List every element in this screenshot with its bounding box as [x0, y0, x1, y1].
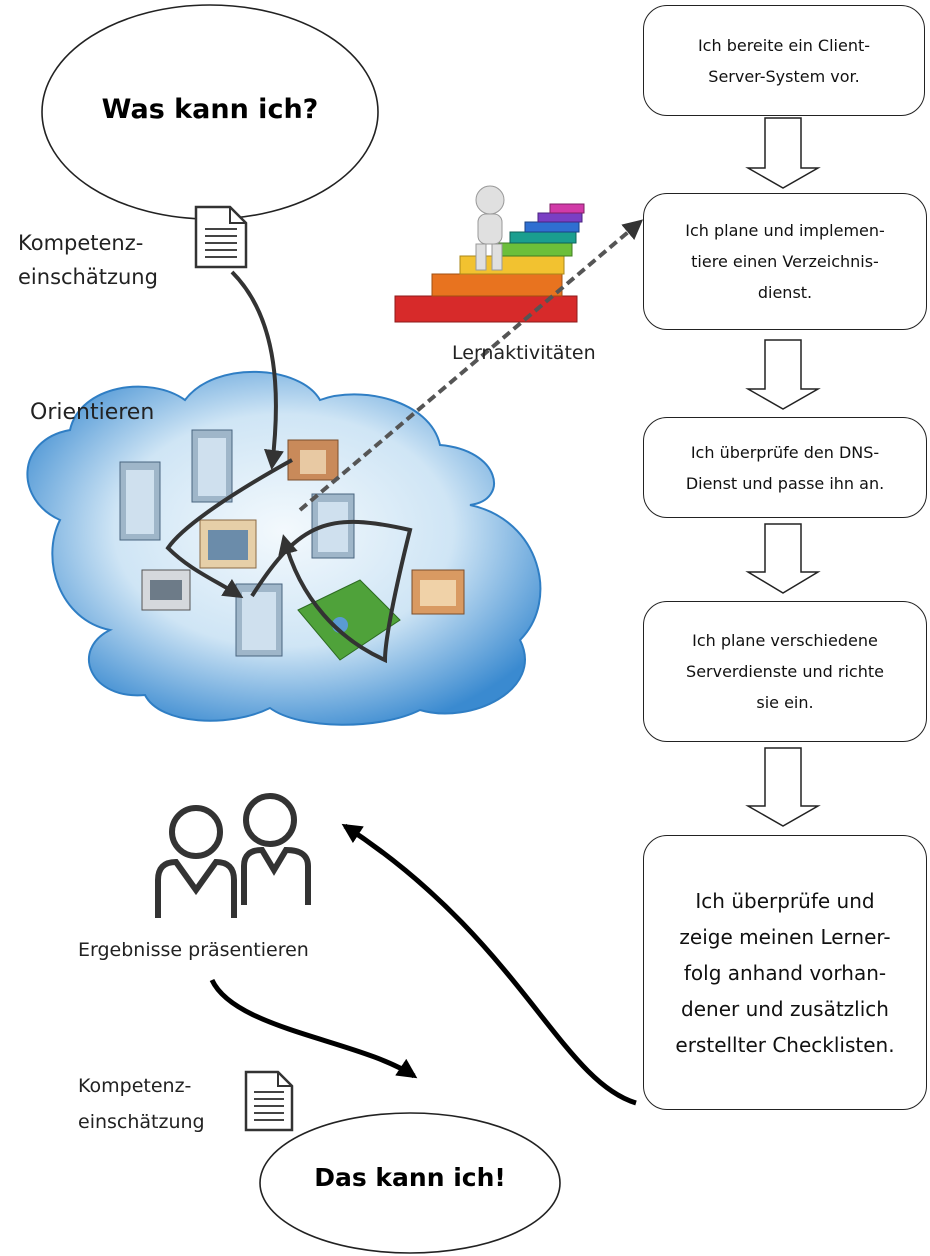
step-line: erstellter Checklisten. [675, 1032, 895, 1057]
building-icon [287, 439, 339, 481]
step-line: Ich plane verschiedene [692, 631, 878, 650]
step-line: Serverdienste und richte [686, 662, 884, 681]
building-icon [199, 519, 257, 569]
step-line: folg anhand vorhan- [683, 960, 887, 985]
flow-arrows [165, 219, 644, 1106]
assessment-label-line: einschätzung [78, 1111, 205, 1133]
document-icon [194, 205, 248, 269]
step-line: Server-System vor. [708, 66, 860, 86]
present-results-label: Ergebnisse präsentieren [78, 939, 309, 961]
orientieren-label: Orientieren [30, 400, 155, 425]
assessment-label-bottom: Kompetenz- einschätzung [78, 1068, 205, 1140]
step-line: zeige meinen Lerner- [679, 924, 891, 949]
step-box-3: Ich überprüfe den DNS- Dienst und passe … [643, 417, 927, 518]
step-box-1: Ich bereite ein Client- Server-System vo… [643, 5, 925, 116]
step-line: dener und zusätzlich [681, 996, 889, 1021]
people-icon [155, 793, 311, 918]
step-line: Ich bereite ein Client- [697, 35, 871, 55]
assessment-label-top: Kompetenz- einschätzung [18, 226, 158, 294]
step-line: Dienst und passe ihn an. [685, 473, 885, 493]
step-text: Ich plane verschiedene Serverdienste und… [686, 625, 884, 718]
step-box-5: Ich überprüfe und zeige meinen Lerner- f… [643, 835, 927, 1110]
end-ellipse [259, 1112, 561, 1254]
building-icon [119, 461, 161, 541]
building-icon [411, 569, 465, 615]
learning-activities-label: Lernaktivitäten [452, 342, 596, 364]
step-text: Ich bereite ein Client- Server-System vo… [698, 30, 870, 92]
step-box-4: Ich plane verschiedene Serverdienste und… [643, 601, 927, 742]
assessment-label-line: Kompetenz- [78, 1075, 192, 1097]
step-text: Ich überprüfe und zeige meinen Lerner- f… [675, 883, 894, 1063]
step-line: Ich überprüfe den DNS- [690, 442, 880, 462]
step-line: Ich überprüfe und [695, 888, 875, 913]
building-icon [191, 429, 233, 503]
step-text: Ich plane und implemen- tiere einen Verz… [685, 215, 885, 308]
assessment-label-line: einschätzung [18, 265, 158, 289]
hollow-down-arrows [745, 117, 821, 827]
building-icon [235, 583, 283, 657]
step-line: Ich plane und implemen- [685, 221, 885, 240]
step-line: dienst. [757, 283, 813, 302]
building-icon [141, 569, 191, 611]
learning-stairs-icon [394, 185, 585, 323]
step-box-2: Ich plane und implemen- tiere einen Verz… [643, 193, 927, 330]
document-icon [244, 1070, 294, 1132]
step-text: Ich überprüfe den DNS- Dienst und passe … [686, 437, 884, 499]
park-icon [297, 579, 401, 661]
step-line: sie ein. [756, 693, 814, 712]
step-line: tiere einen Verzeichnis- [691, 252, 879, 271]
end-title: Das kann ich! [314, 1163, 506, 1192]
assessment-label-line: Kompetenz- [18, 231, 144, 255]
start-title: Was kann ich? [101, 94, 319, 125]
